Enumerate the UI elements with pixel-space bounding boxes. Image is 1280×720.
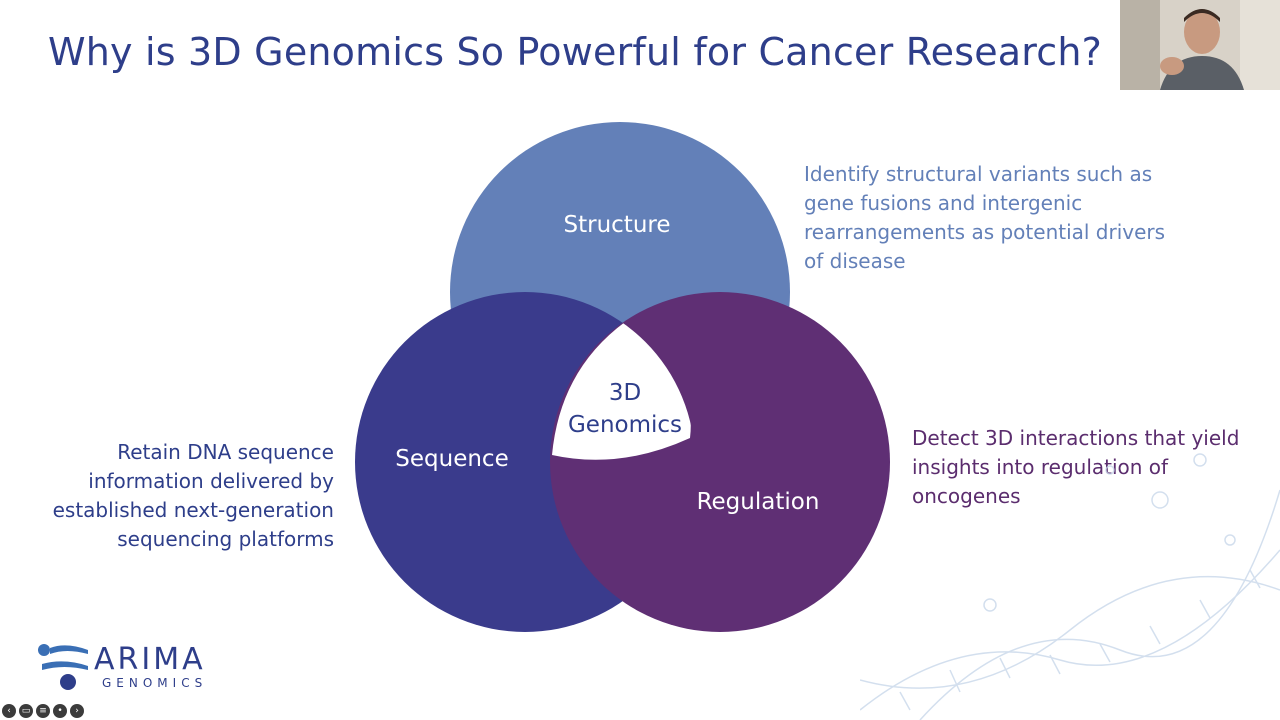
center-label-line2: Genomics <box>568 412 682 438</box>
structure-description: Identify structural variants such as gen… <box>804 162 1166 273</box>
logo-wordmark: ARIMA <box>94 642 206 677</box>
slides-icon[interactable]: ▭ <box>19 704 33 718</box>
regulation-description: Detect 3D interactions that yield insigh… <box>912 426 1240 508</box>
previous-icon[interactable]: ‹ <box>2 704 16 718</box>
slide-player-controls: ‹ ▭ ≡ • › <box>2 704 84 718</box>
captions-icon[interactable]: ≡ <box>36 704 50 718</box>
structure-label: Structure <box>564 212 671 238</box>
more-icon[interactable]: • <box>53 704 67 718</box>
center-intersection <box>552 322 691 460</box>
sequence-description: Retain DNA sequence information delivere… <box>52 440 334 551</box>
regulation-label: Regulation <box>697 489 820 515</box>
logo-subtitle: GENOMICS <box>102 676 208 690</box>
next-icon[interactable]: › <box>70 704 84 718</box>
dna-helix-decoration <box>860 453 1280 720</box>
presenter-image <box>1120 0 1280 90</box>
center-label-line1: 3D <box>609 380 641 406</box>
webcam-video <box>1120 0 1280 90</box>
arima-genomics-logo: ARIMA GENOMICS <box>36 640 246 696</box>
sequence-label: Sequence <box>395 446 508 472</box>
slide-title: Why is 3D Genomics So Powerful for Cance… <box>48 30 1102 74</box>
logo-mark-icon <box>38 644 88 690</box>
